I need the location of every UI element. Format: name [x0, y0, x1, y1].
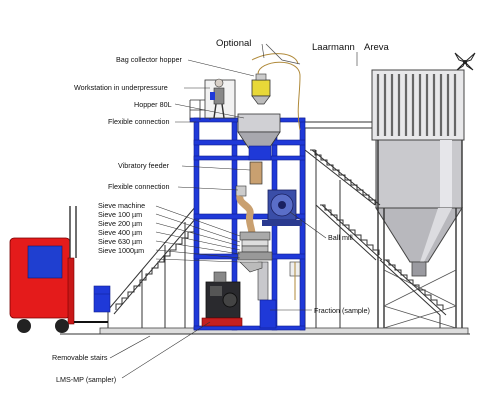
silo [371, 52, 476, 330]
flexible-connection [235, 185, 256, 235]
label-flex1: Flexible connection [108, 117, 170, 126]
label-areva: Areva [364, 42, 390, 53]
optional-line [265, 43, 301, 65]
label-lms-mp: LMS-MP (sampler) [56, 375, 116, 384]
label-sieve-200: Sieve 200 µm [98, 219, 142, 228]
label-hopper: Hopper 80L [134, 100, 172, 109]
label-sieve-630: Sieve 630 µm [98, 237, 142, 246]
label-sieve-400: Sieve 400 µm [98, 228, 142, 237]
label-flex2: Flexible connection [108, 182, 170, 191]
labels: Optional Laarmann Areva Bag collector ho… [52, 38, 390, 384]
label-fraction: Fraction (sample) [314, 306, 370, 315]
vibratory-feeder [249, 161, 263, 185]
lms-mp-sampler [201, 271, 243, 327]
label-ball-mill: Ball mill [328, 233, 353, 242]
cables [251, 53, 301, 131]
sieve-machine [237, 231, 273, 301]
label-laarmann: Laarmann [312, 42, 355, 53]
label-bag-collector: Bag collector hopper [116, 55, 183, 64]
propeller-icon [454, 52, 476, 71]
forklift [9, 206, 111, 333]
label-vibratory: Vibratory feeder [118, 161, 170, 170]
control-box [289, 261, 301, 300]
workstation [204, 78, 236, 119]
removable-stairs [107, 205, 197, 332]
leader-lines [109, 43, 358, 379]
label-sieve-100: Sieve 100 µm [98, 210, 142, 219]
fraction-sample [259, 299, 277, 329]
hopper-80l [237, 113, 281, 161]
label-sieve-1000: Sieve 1000µm [98, 246, 144, 255]
label-optional: Optional [216, 38, 251, 49]
label-sieve-machine: Sieve machine [98, 201, 145, 210]
bag-collector-hopper [251, 73, 271, 105]
ball-mill [262, 189, 302, 226]
label-removable-stairs: Removable stairs [52, 353, 108, 362]
label-workstation: Workstation in underpressure [74, 83, 168, 92]
